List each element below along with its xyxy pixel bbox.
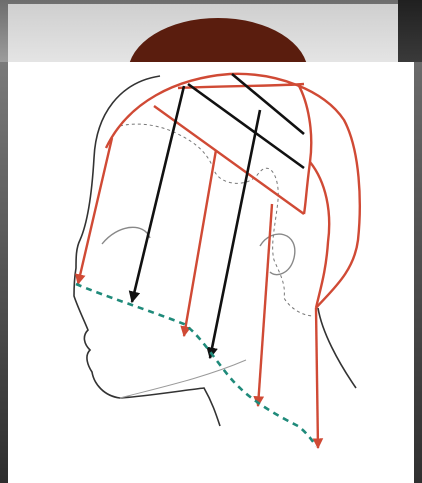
ear-right-outline <box>260 234 295 275</box>
back-vertical-section <box>298 84 311 214</box>
cutting-guideline-dashed <box>76 284 316 446</box>
photo-dark-edge <box>398 0 422 62</box>
red-arrows <box>78 138 318 448</box>
right-photo-edge <box>414 62 422 483</box>
neck-back-outline <box>318 308 356 388</box>
arrow-down-icon <box>210 110 260 358</box>
back-lower-section <box>310 162 329 308</box>
black-arrows <box>132 86 260 358</box>
arrow-down-icon <box>184 150 216 336</box>
ear-left-outline <box>102 227 150 244</box>
background-photo <box>0 0 422 62</box>
diagram-card <box>8 62 414 483</box>
arrow-down-icon <box>316 308 318 448</box>
left-photo-edge <box>0 62 8 483</box>
haircut-diagram <box>8 62 414 483</box>
crown-section-arc <box>106 74 360 308</box>
jaw-outline <box>120 360 246 398</box>
arrow-down-icon <box>132 86 184 302</box>
section-lines <box>106 74 360 308</box>
parting-line-2 <box>188 84 304 168</box>
arrow-down-icon <box>258 204 272 406</box>
arrow-down-icon <box>78 138 112 284</box>
top-parting <box>178 84 304 88</box>
